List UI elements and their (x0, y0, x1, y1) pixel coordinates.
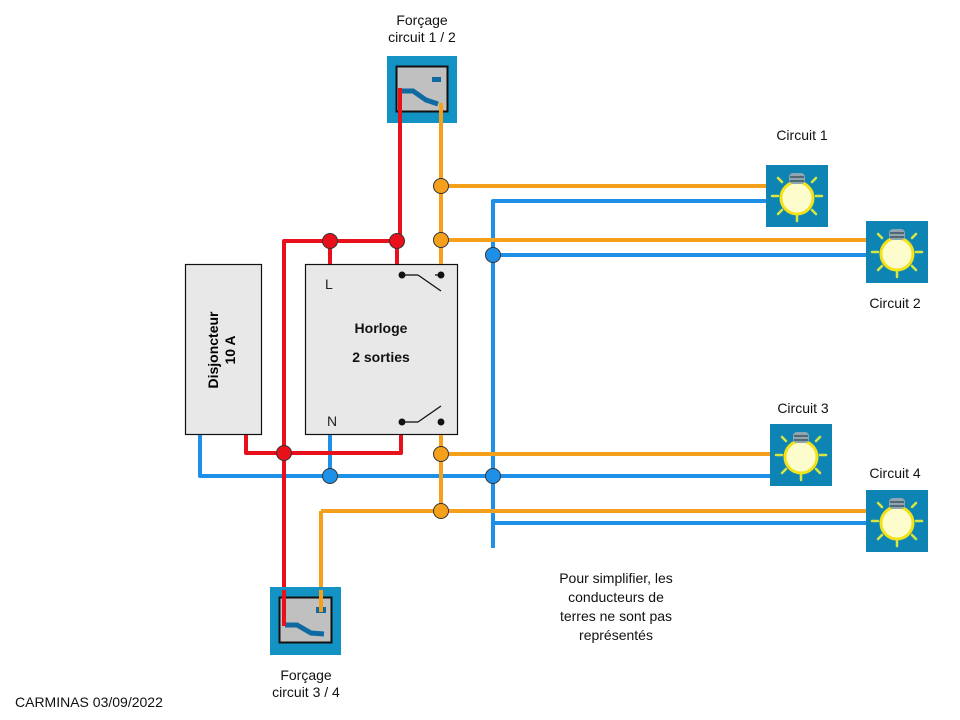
circuit-2-label: Circuit 2 (869, 295, 921, 311)
junction-neutral (485, 468, 501, 484)
junction-switched (433, 232, 449, 248)
bulb-circuit-2 (864, 219, 930, 285)
forcing-switch-1-2 (387, 56, 457, 123)
clock-terminal-l: L (325, 276, 333, 292)
junction-phase (322, 233, 338, 249)
bulb-circuit-4 (864, 488, 930, 554)
circuit-3-label: Circuit 3 (777, 400, 829, 416)
clock-title: Horloge (354, 320, 408, 336)
phase-main (282, 239, 397, 620)
circuit-4-label: Circuit 4 (869, 465, 921, 481)
forcing-1-2-label: Forçage circuit 1 / 2 (372, 12, 472, 46)
breaker-label: Disjoncteur 10 A (205, 275, 241, 425)
neutral-riser (491, 199, 766, 548)
forcing-1-2-label-line2: circuit 1 / 2 (388, 29, 456, 45)
breaker-label-line2: 10 A (222, 335, 238, 365)
clock-contact-1 (398, 271, 445, 292)
junction-switched (433, 503, 449, 519)
breaker-box (184, 263, 263, 436)
neutral-wires (198, 199, 866, 548)
forcing-3-4-label-line2: circuit 3 / 4 (272, 684, 340, 700)
breaker-label-line1: Disjoncteur (205, 311, 221, 389)
forcing-3-4-label: Forçage circuit 3 / 4 (256, 667, 356, 701)
note-line-2: conducteurs de (568, 589, 664, 605)
forcing-3-4-label-line1: Forçage (280, 667, 332, 683)
clock-contact-2 (398, 405, 445, 426)
junction-switched (433, 446, 449, 462)
junction-neutral (322, 468, 338, 484)
junction-switched (433, 178, 449, 194)
junction-phase (276, 445, 292, 461)
forcing-switch-3-4 (270, 587, 341, 655)
bulb-circuit-3 (768, 422, 834, 488)
bulb-circuit-1 (764, 163, 830, 229)
clock-terminal-n: N (327, 413, 338, 429)
note-line-1: Pour simplifier, les (559, 570, 673, 586)
simplification-note: Pour simplifier, les conducteurs de terr… (530, 569, 702, 645)
note-line-3: terres ne sont pas (559, 608, 673, 624)
neutral-main-bus (198, 435, 493, 478)
junction-neutral (485, 247, 501, 263)
author-date-footer: CARMINAS 03/09/2022 (15, 694, 163, 710)
forcing-1-2-label-line1: Forçage (396, 12, 448, 28)
phase-breaker-out (244, 435, 403, 455)
clock-subtitle: 2 sorties (352, 349, 410, 365)
junction-phase (389, 233, 405, 249)
circuit-1-label: Circuit 1 (776, 127, 828, 143)
junctions (276, 178, 501, 519)
note-line-4: représentés (579, 627, 653, 643)
clock-box (304, 263, 459, 436)
